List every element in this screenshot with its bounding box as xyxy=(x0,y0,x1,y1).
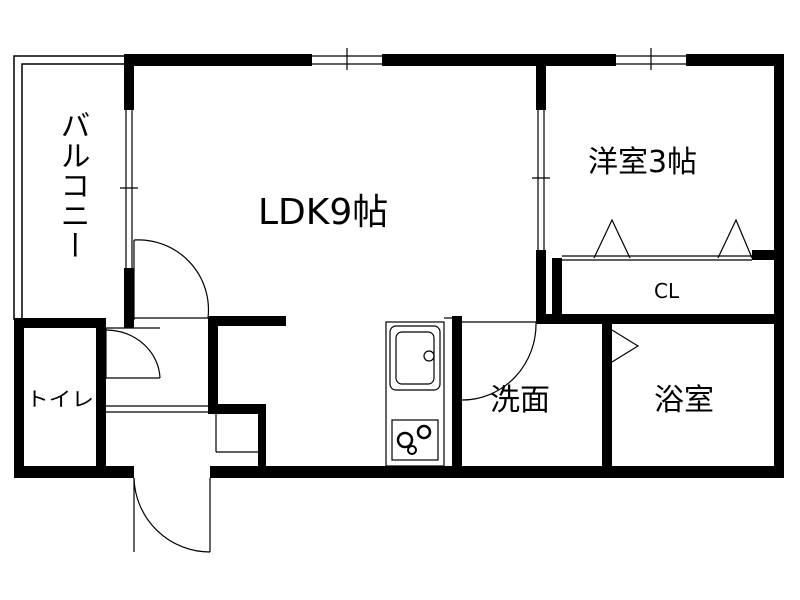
entrance-lines xyxy=(106,405,258,453)
wall-top-mid xyxy=(382,54,616,66)
wall-bottom-left xyxy=(14,466,134,478)
room-label-western: 洋室3帖 xyxy=(588,145,697,180)
wall-closet-left xyxy=(552,258,562,322)
wall-shoe-top xyxy=(208,404,266,414)
balcony-outline xyxy=(13,55,126,320)
door-swings xyxy=(105,239,640,553)
closet-doors xyxy=(562,218,753,261)
room-label-toilet: トイレ xyxy=(26,387,94,411)
wall-entrance-right xyxy=(208,316,218,412)
wall-ldk-western-bottom xyxy=(536,250,546,322)
wall-wash-top xyxy=(536,314,784,324)
wall-bottom-right xyxy=(210,466,784,478)
room-label-balcony: バルコニー xyxy=(55,110,90,260)
windows xyxy=(120,48,686,268)
wall-mid-entrance xyxy=(208,316,286,326)
kitchen-sink xyxy=(389,325,441,391)
wall-top-left xyxy=(124,54,312,66)
stove-burner-right xyxy=(416,424,432,440)
sink-drain xyxy=(423,350,435,362)
wall-ldk-western-top xyxy=(536,54,546,110)
wall-left xyxy=(14,318,24,478)
wall-closet-top-right xyxy=(752,250,784,260)
wall-right xyxy=(774,54,784,478)
wall-closet-top xyxy=(536,250,546,260)
room-label-washroom: 洗面 xyxy=(490,383,550,418)
wall-top-right xyxy=(686,54,784,66)
wall-mid-left xyxy=(14,318,102,328)
stove-burner-left xyxy=(396,431,414,449)
kitchen-unit xyxy=(385,317,452,467)
wall-toilet-right xyxy=(96,318,106,478)
kitchen-counter xyxy=(385,321,445,467)
room-label-ldk: LDK9帖 xyxy=(258,192,388,233)
wall-shoe-right xyxy=(258,404,266,478)
walls xyxy=(14,54,784,478)
wall-balcony-ldk-bottom xyxy=(124,268,134,328)
room-label-closet: CL xyxy=(654,279,680,303)
wall-bath-left xyxy=(602,314,612,478)
stove xyxy=(391,419,439,461)
wall-wash-left xyxy=(452,316,462,478)
wall-balcony-ldk-top xyxy=(124,54,134,110)
room-label-bathroom: 浴室 xyxy=(654,383,714,418)
